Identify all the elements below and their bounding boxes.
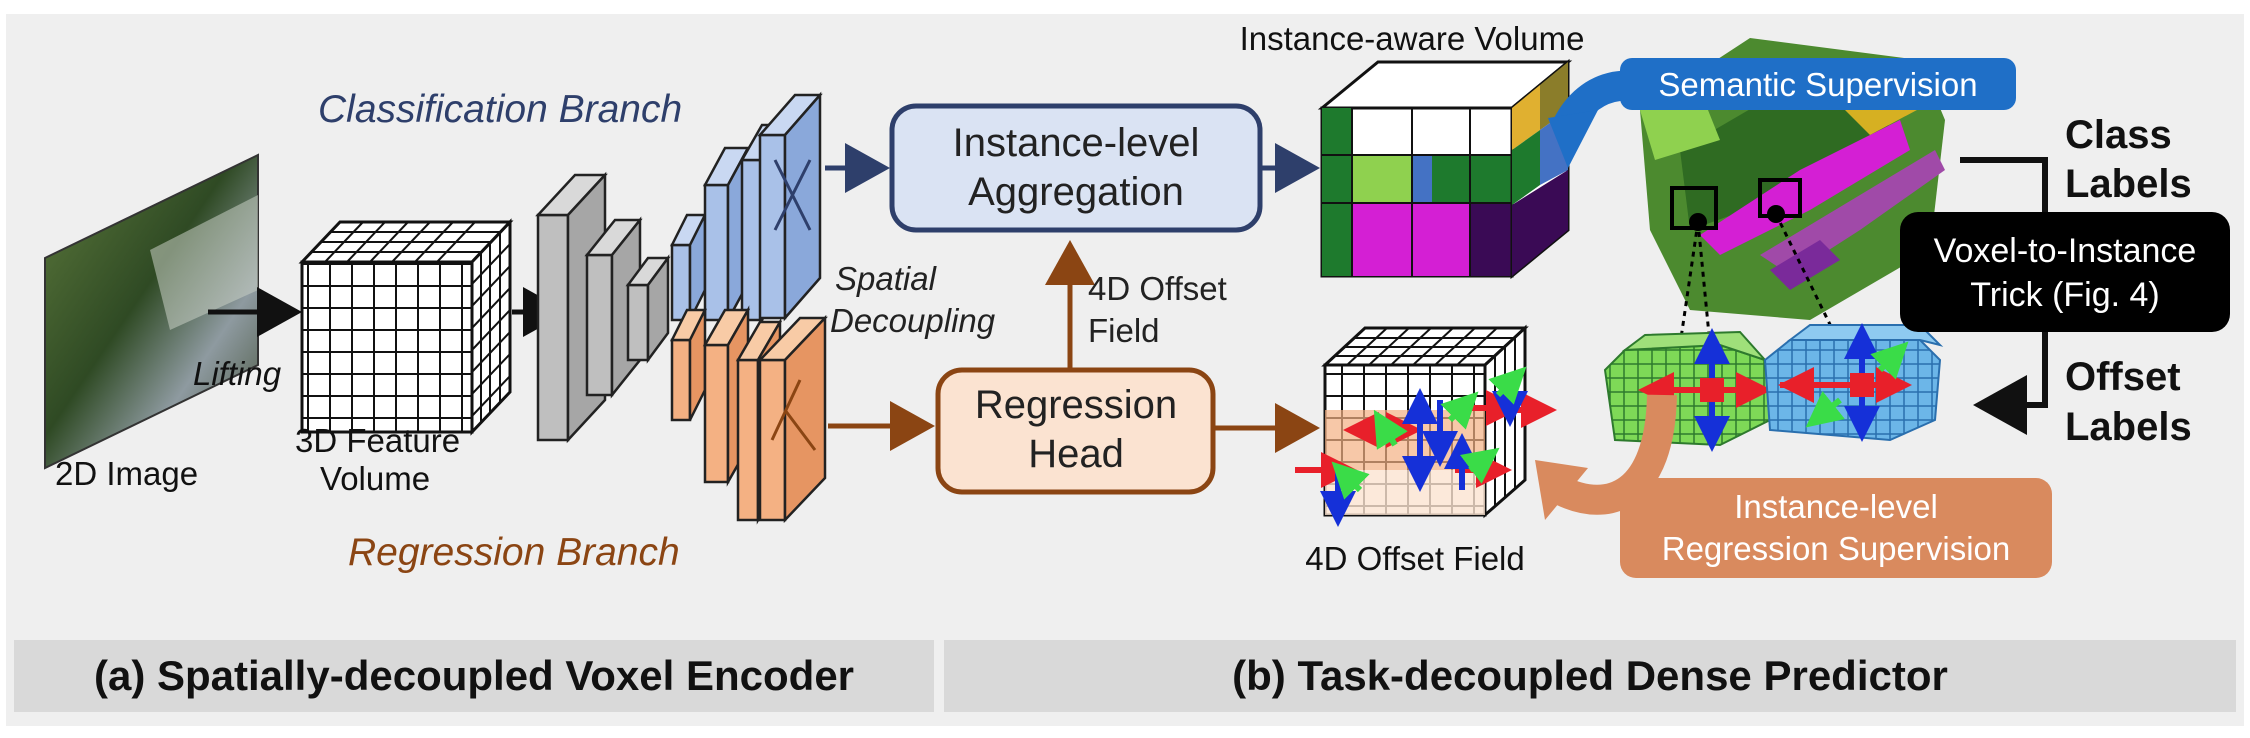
offset-labels-label-2: Labels xyxy=(2065,405,2192,449)
regression-supervision-label-2: Regression Supervision xyxy=(1662,530,2011,567)
regression-blocks xyxy=(669,305,828,525)
instance-voxels-cyan xyxy=(1763,323,1944,442)
instance-volume-cube xyxy=(1317,58,1573,280)
classification-blocks xyxy=(669,91,823,325)
semantic-supervision-arrowhead xyxy=(1548,110,1598,168)
regression-branch-label: Regression Branch xyxy=(348,531,680,574)
regression-supervision-arrowhead xyxy=(1535,460,1588,520)
encoder-blocks xyxy=(535,171,671,444)
input-image xyxy=(44,153,259,470)
caption-b-bar xyxy=(944,640,2236,712)
feature-volume-label-2: Volume xyxy=(320,460,430,497)
regression-supervision-badge xyxy=(1620,478,2052,578)
classification-branch-label: Classification Branch xyxy=(318,88,682,131)
feature-volume-label-1: 3D Feature xyxy=(295,422,460,459)
offset-field-label: 4D Offset Field xyxy=(1305,540,1524,577)
spatial-decoupling-label-1: Spatial xyxy=(835,260,938,297)
instance-volume-label: Instance-aware Volume xyxy=(1240,20,1585,57)
feature-volume-cube xyxy=(298,218,514,436)
offset-labels-label-1: Offset xyxy=(2065,355,2181,399)
regression-head-label-1: Regression xyxy=(975,383,1177,427)
offset-labels-arrow xyxy=(1973,332,2048,435)
spatial-decoupling-label-2: Decoupling xyxy=(830,302,996,339)
caption-a-bar xyxy=(14,640,934,712)
class-labels-label-2: Labels xyxy=(2065,162,2192,206)
aggregation-label-2: Aggregation xyxy=(968,170,1184,214)
regression-supervision-label-1: Instance-level xyxy=(1734,488,1938,525)
lifting-label: Lifting xyxy=(193,355,282,392)
trick-label-1: Voxel-to-Instance xyxy=(1934,232,2197,270)
semantic-supervision-label: Semantic Supervision xyxy=(1658,66,1977,103)
instance-voxels-green xyxy=(1603,328,1772,452)
aggregation-label-1: Instance-level xyxy=(953,121,1200,165)
caption-a: (a) Spatially-decoupled Voxel Encoder xyxy=(94,652,854,699)
regression-head-box xyxy=(935,367,1216,495)
trick-label-2: Trick (Fig. 4) xyxy=(1970,276,2160,314)
image-label: 2D Image xyxy=(55,455,198,492)
semantic-supervision-badge xyxy=(1620,58,2016,110)
regression-head-label-2: Head xyxy=(1028,432,1124,476)
class-labels-bracket xyxy=(1960,157,2048,218)
zoom-line-1 xyxy=(1678,221,1700,346)
class-labels-label-1: Class xyxy=(2065,113,2172,157)
offset-field-cube xyxy=(1295,324,1557,527)
offset-arrow-label-2: Field xyxy=(1088,312,1160,349)
zoom-line-2 xyxy=(1696,221,1712,346)
zoom-line-3 xyxy=(1774,213,1842,346)
voxel-to-instance-box xyxy=(1900,212,2230,332)
caption-b: (b) Task-decoupled Dense Predictor xyxy=(1232,652,1948,699)
offset-arrow-label-1: 4D Offset xyxy=(1088,270,1227,307)
